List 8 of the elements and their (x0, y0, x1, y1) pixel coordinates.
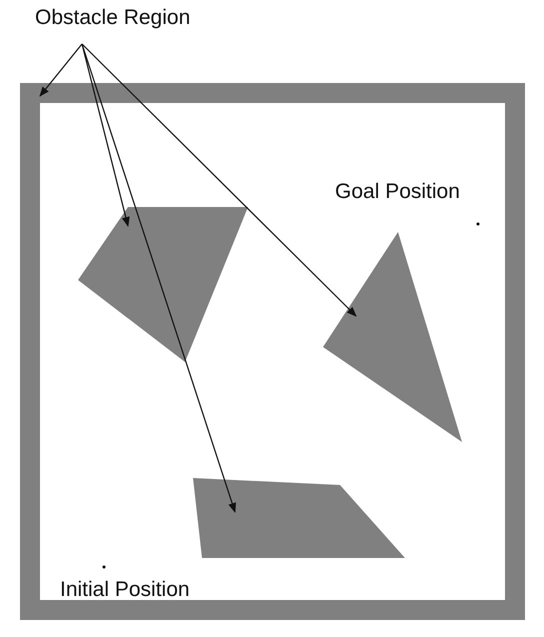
leader-line (82, 44, 357, 317)
position-label: Goal Position (335, 180, 460, 204)
callout-label: Obstacle Region (35, 6, 190, 30)
boundary-wall (20, 83, 525, 620)
leader-line (81, 44, 236, 513)
leader-line (81, 44, 130, 227)
leader-line (39, 44, 82, 97)
position-label: Initial Position (60, 578, 190, 602)
